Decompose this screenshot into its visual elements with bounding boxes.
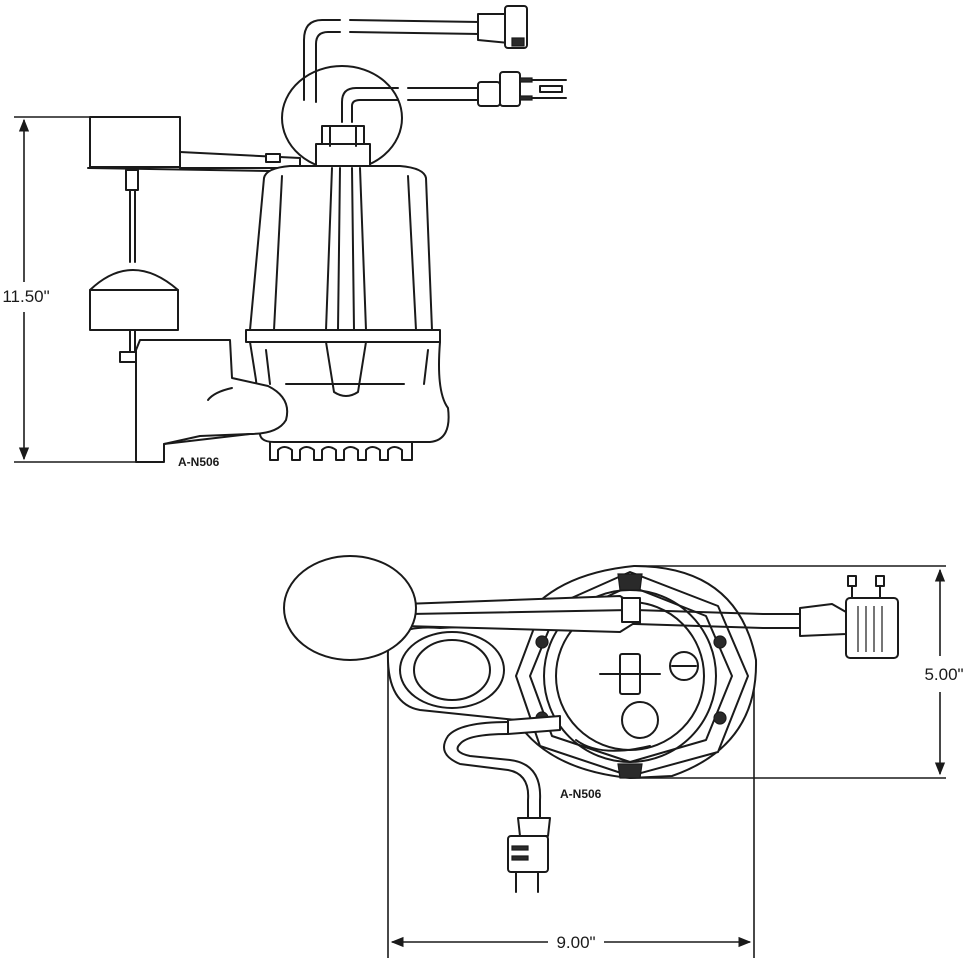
side-model-label: A-N506 [178, 455, 220, 469]
height-dimension-line [14, 116, 150, 463]
top-right-cord-plug [763, 575, 899, 659]
pump-volute-base [249, 341, 450, 461]
tethered-float-arm [283, 555, 765, 661]
vertical-float-switch [87, 116, 331, 363]
top-bottom-cord-plug [443, 715, 561, 893]
height-dimension-label: 11.50" [2, 287, 49, 306]
width-dimension-label: 5.00" [924, 665, 963, 684]
discharge-opening [399, 631, 505, 709]
side-power-cord [303, 5, 528, 103]
pump-motor-housing [245, 125, 441, 343]
side-float-cord-plug [341, 71, 567, 123]
discharge-outlet [135, 339, 289, 463]
side-view: 11.50" [2, 5, 567, 469]
top-model-label: A-N506 [560, 787, 602, 801]
length-dimension-label: 9.00" [556, 933, 595, 952]
top-view: 5.00" 9.00" [283, 555, 964, 958]
